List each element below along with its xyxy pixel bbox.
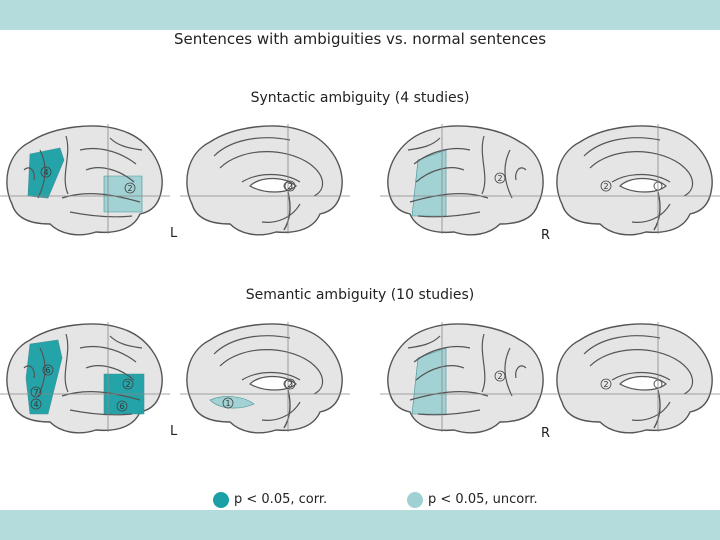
sulcus-line <box>85 167 135 183</box>
sulcus-line <box>23 365 35 379</box>
sulcus-line <box>415 167 465 183</box>
sulcus-line <box>515 365 527 379</box>
sulcus-line <box>631 401 671 421</box>
sulcus-line <box>241 371 301 381</box>
region-mark-circle <box>600 378 612 390</box>
sulcus-line <box>631 203 671 223</box>
top-band <box>0 0 720 30</box>
semantic-right-label: R <box>541 426 551 441</box>
activation-region <box>27 147 65 199</box>
sulcus-line <box>417 409 481 416</box>
sulcus-line <box>219 349 324 395</box>
figure-title: Sentences with ambiguities vs. normal se… <box>173 30 547 48</box>
region-mark-number: 2 <box>287 380 292 389</box>
region-mark-number: 1 <box>225 399 230 408</box>
sulcus-line <box>85 365 135 381</box>
sulcus-line <box>37 149 46 199</box>
region-mark-circle <box>494 172 506 184</box>
brain-outline <box>387 323 544 434</box>
region-mark-number: 7 <box>33 388 38 397</box>
syntactic-left-label: L <box>170 226 178 241</box>
sulcus-line <box>37 347 46 397</box>
sulcus-line <box>504 347 513 397</box>
sulcus-line <box>23 167 35 181</box>
sulcus-line <box>241 173 301 183</box>
sulcus-line <box>219 151 324 197</box>
region-mark-circle <box>42 364 54 376</box>
region-mark-number: 2 <box>497 174 502 183</box>
region-mark-number: 2 <box>603 182 608 191</box>
region-mark-circle <box>30 398 42 410</box>
sulcus-line <box>261 203 301 223</box>
brain-outline <box>387 125 544 236</box>
sulcus-line <box>504 149 513 199</box>
sulcus-line <box>583 137 661 157</box>
sulcus-line <box>109 137 143 151</box>
sulcus-line <box>213 137 291 157</box>
region-mark-number: 6 <box>45 366 50 375</box>
sulcus-line <box>64 333 69 393</box>
sulcus-line <box>589 151 694 197</box>
region-mark-number: 2 <box>127 184 132 193</box>
sulcus-line <box>417 211 481 218</box>
sulcus-line <box>69 409 133 416</box>
semantic-medial-left: 21 <box>180 322 350 434</box>
syntactic-right-label: R <box>541 228 551 243</box>
region-mark-number: 4 <box>43 168 48 177</box>
sulcus-line <box>213 335 291 355</box>
region-mark-circle <box>600 180 612 192</box>
region-mark-circle <box>122 378 134 390</box>
sulcus-line <box>407 137 441 151</box>
sulcus-line <box>415 365 465 381</box>
sulcus-line <box>583 335 661 355</box>
legend-uncorrected-label: p < 0.05, uncorr. <box>428 492 538 507</box>
legend-corrected-label: p < 0.05, corr. <box>234 492 328 507</box>
sulcus-line <box>481 333 486 393</box>
region-mark-circle <box>40 166 52 178</box>
activation-region <box>103 175 143 213</box>
sulcus-line <box>79 147 137 165</box>
bottom-band <box>0 510 720 540</box>
sulcus-line <box>413 147 471 165</box>
region-mark-number: 6 <box>119 402 124 411</box>
sulcus-line <box>64 135 69 195</box>
sulcus-line <box>407 335 441 349</box>
semantic-medial-right: 2 <box>550 322 720 434</box>
legend-corrected-swatch <box>213 492 229 508</box>
syntactic-subtitle: Syntactic ambiguity (4 studies) <box>250 90 470 106</box>
syntactic-medial-right: 2 <box>550 124 720 236</box>
region-mark-circle <box>284 180 296 192</box>
sulcus-line <box>109 335 143 349</box>
region-mark-number: 4 <box>33 400 38 409</box>
sulcus-line <box>481 135 486 195</box>
activation-region <box>209 396 255 409</box>
region-mark-circle <box>116 400 128 412</box>
semantic-subtitle: Semantic ambiguity (10 studies) <box>245 287 475 303</box>
region-mark-number: 2 <box>287 182 292 191</box>
sulcus-line <box>611 371 671 381</box>
semantic-lateral-right: 2 <box>380 322 550 434</box>
region-mark-number: 2 <box>497 372 502 381</box>
syntactic-lateral-right: 2 <box>380 124 550 236</box>
region-mark-number: 2 <box>125 380 130 389</box>
sulcus-line <box>589 349 694 395</box>
sulcus-line <box>69 211 133 218</box>
legend-uncorrected-swatch <box>407 492 423 508</box>
region-mark-number: 2 <box>603 380 608 389</box>
region-mark-circle <box>494 370 506 382</box>
syntactic-medial-left: 2 <box>180 124 350 236</box>
sulcus-line <box>79 345 137 363</box>
sulcus-line <box>261 401 301 421</box>
sulcus-line <box>515 167 527 181</box>
region-mark-circle <box>222 397 234 409</box>
semantic-lateral-left: 6 7 4 2 6 <box>0 322 170 434</box>
region-mark-circle <box>284 378 296 390</box>
syntactic-lateral-left: 42 <box>0 124 170 236</box>
region-mark-circle <box>124 182 136 194</box>
sulcus-line <box>413 345 471 363</box>
semantic-left-label: L <box>170 424 178 439</box>
sulcus-line <box>611 173 671 183</box>
region-mark-circle <box>30 386 42 398</box>
